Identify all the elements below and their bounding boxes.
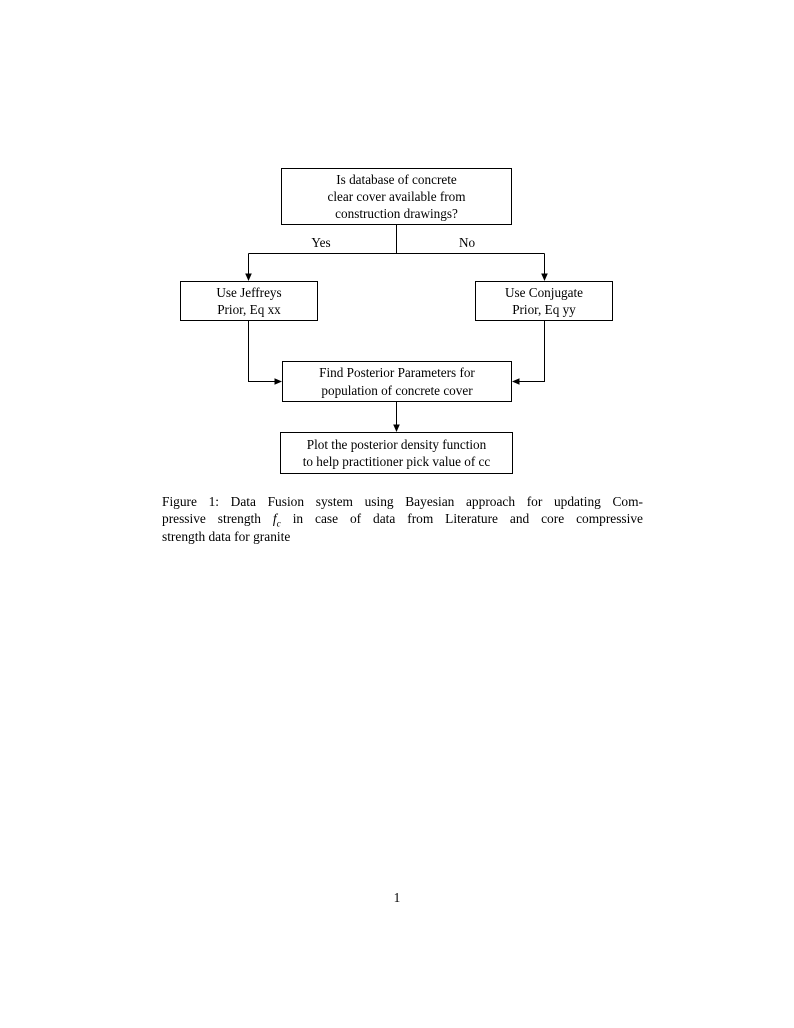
- conjugate-line-1: Use Conjugate: [504, 284, 583, 300]
- arrowhead-down-jeffreys-icon: [245, 273, 252, 281]
- caption-line-1: Figure 1: Data Fusion system using Bayes…: [162, 494, 643, 509]
- caption-line-2-post: in case of data from Literature and core…: [280, 511, 643, 527]
- plot-line-2: to help practitioner pick value of cc: [302, 454, 491, 469]
- caption-line-2: pressive strength fc in case of data fro…: [162, 510, 643, 529]
- flowchart-box-conjugate-prior: Use Conjugate Prior, Eq yy: [475, 281, 613, 321]
- arrowhead-down-conjugate-icon: [541, 273, 548, 281]
- jeffreys-line-2: Prior, Eq xx: [217, 302, 281, 317]
- question-line-2: clear cover available from: [327, 188, 466, 204]
- branch-label-yes: Yes: [311, 235, 331, 250]
- math-subscript-c: c: [276, 520, 281, 531]
- arrowhead-left-posterior-icon: [512, 378, 520, 385]
- question-line-3: construction drawings?: [335, 206, 458, 222]
- flowchart-box-posterior-parameters: Find Posterior Parameters for population…: [282, 361, 512, 402]
- posterior-line-1: Find Posterior Parameters for: [319, 365, 475, 381]
- math-symbol-fc: fc: [272, 511, 281, 529]
- page-number: 1: [393, 890, 401, 905]
- posterior-line-2: population of concrete cover: [321, 382, 473, 398]
- flowchart-box-jeffreys-prior: Use Jeffreys Prior, Eq xx: [180, 281, 318, 321]
- caption-line-3: strength data for granite: [162, 528, 291, 544]
- jeffreys-line-1: Use Jeffreys: [216, 284, 282, 300]
- plot-line-1: Plot the posterior density function: [306, 436, 487, 452]
- connector-conjugate-elbow: [518, 321, 545, 382]
- flowchart-box-question: Is database of concrete clear cover avai…: [281, 168, 512, 225]
- caption-line-2-pre: pressive strength: [162, 511, 273, 527]
- arrowhead-right-posterior-icon: [274, 378, 282, 385]
- math-f: f: [272, 511, 277, 527]
- conjugate-line-2: Prior, Eq yy: [512, 302, 576, 317]
- figure-caption: Figure 1: Data Fusion system using Bayes…: [162, 493, 643, 545]
- branch-label-no: No: [458, 235, 476, 250]
- question-line-1: Is database of concrete: [336, 171, 457, 187]
- arrowhead-down-plot-icon: [393, 424, 400, 432]
- connector-jeffreys-elbow: [248, 321, 276, 382]
- flowchart-box-plot-density: Plot the posterior density function to h…: [280, 432, 513, 474]
